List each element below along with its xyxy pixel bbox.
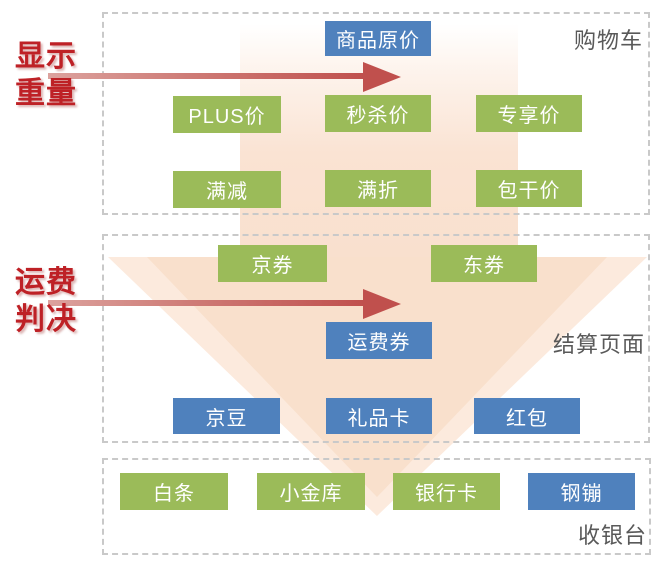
section-checkout-label: 结算页面 (552, 332, 645, 357)
box-full-reduction: 满减 (173, 171, 281, 208)
shipping-verdict-arrow-head-icon (363, 289, 401, 319)
box-bank-card: 银行卡 (393, 473, 500, 510)
section-cart (102, 12, 650, 215)
box-flat-rate-price: 包干价 (476, 170, 582, 207)
box-original-price: 商品原价 (325, 21, 431, 56)
box-red-packet: 红包 (474, 398, 580, 434)
box-exclusive-price: 专享价 (476, 95, 582, 132)
box-jing-coupon: 京券 (218, 245, 327, 282)
box-jing-beans: 京豆 (173, 398, 280, 434)
box-full-discount: 满折 (325, 170, 431, 207)
display-weight-label-line2: 重量 (15, 77, 77, 110)
box-shipping-coupon: 运费券 (326, 322, 432, 359)
section-cart-label: 购物车 (573, 28, 643, 53)
section-checkout (102, 234, 650, 443)
display-weight-arrow-head-icon (363, 62, 401, 92)
box-xiaojinku: 小金库 (257, 473, 365, 510)
box-gangbeng: 钢镚 (528, 473, 635, 510)
display-weight-label-line1: 显示 (15, 40, 77, 73)
display-weight-label: 显示 重量 (15, 38, 77, 112)
box-plus-price: PLUS价 (173, 96, 281, 133)
section-cashier-label: 收银台 (577, 523, 647, 548)
shipping-verdict-label-line2: 判决 (15, 303, 77, 336)
display-weight-arrow-line (48, 73, 365, 79)
box-gift-card: 礼品卡 (326, 398, 432, 434)
box-dong-coupon: 东券 (431, 245, 537, 282)
shipping-verdict-label-line1: 运费 (15, 266, 77, 299)
box-baitiao: 白条 (120, 473, 228, 510)
box-seckill-price: 秒杀价 (325, 95, 431, 132)
shipping-verdict-label: 运费 判决 (15, 264, 77, 338)
shipping-verdict-arrow-line (48, 300, 365, 306)
section-cashier (102, 458, 651, 555)
